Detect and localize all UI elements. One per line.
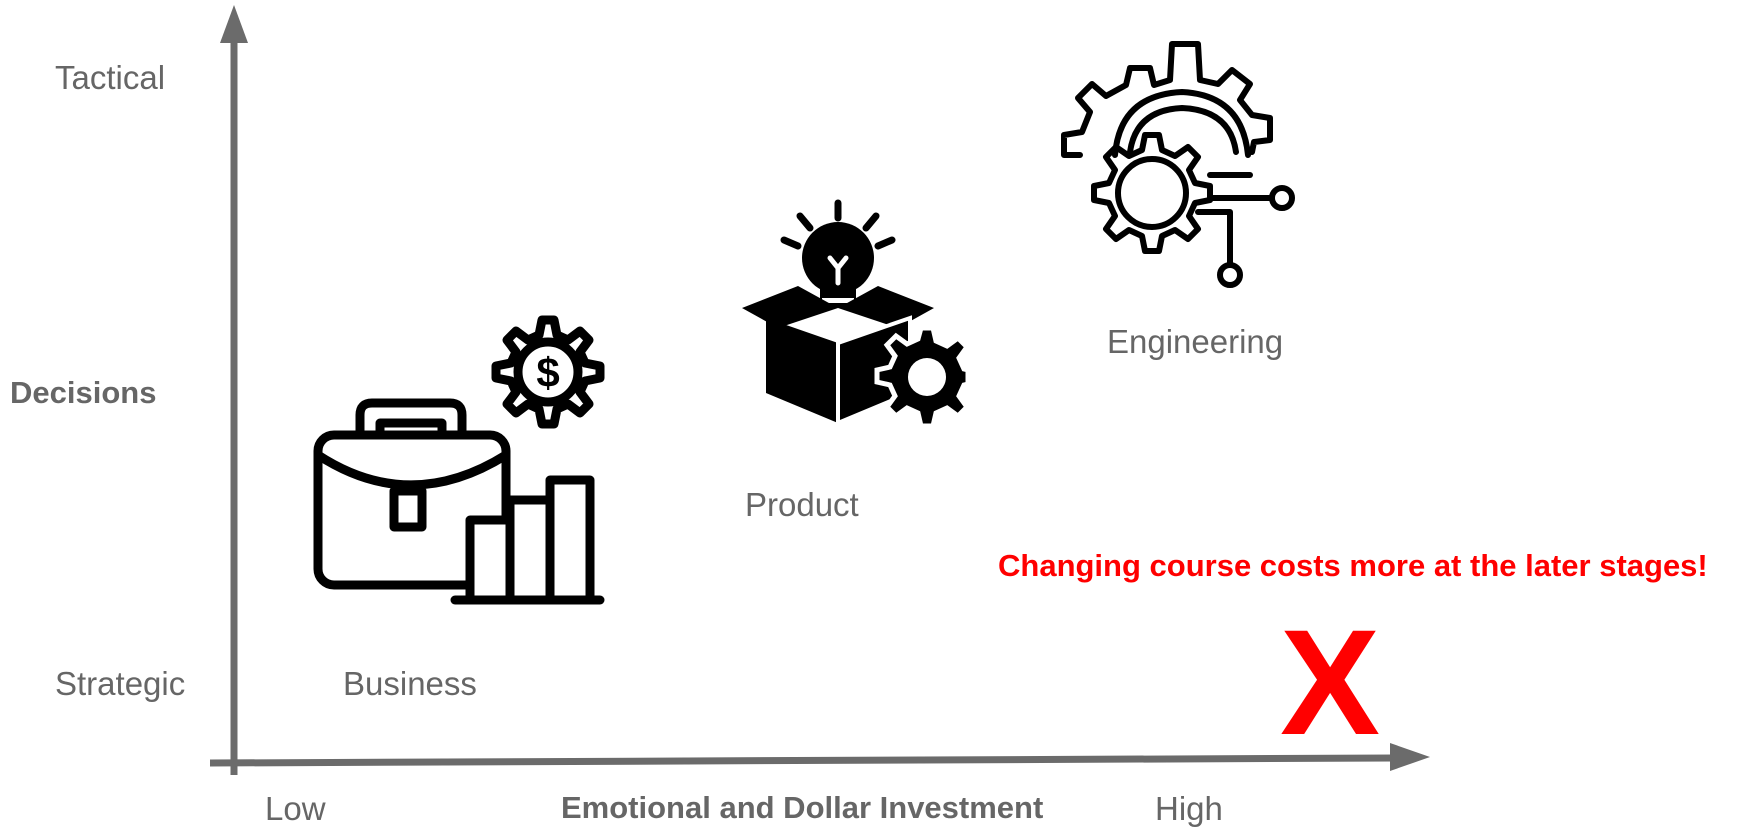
svg-text:$: $ bbox=[536, 349, 559, 396]
y-axis-top-label: Tactical bbox=[55, 59, 166, 96]
x-axis-line bbox=[209, 754, 1396, 767]
x-axis-title: Emotional and Dollar Investment bbox=[561, 790, 1044, 825]
x-axis-arrowhead bbox=[1390, 743, 1430, 771]
warning-text: Changing course costs more at the later … bbox=[998, 548, 1708, 583]
stage-label-product: Product bbox=[745, 486, 859, 523]
lightbulb-box-gear-icon bbox=[742, 199, 968, 428]
stage-label-engineering: Engineering bbox=[1107, 323, 1284, 360]
y-axis-arrowhead bbox=[220, 5, 248, 43]
x-mark: X bbox=[1280, 598, 1381, 766]
x-axis-high-label: High bbox=[1155, 790, 1223, 827]
y-axis-title: Decisions bbox=[10, 375, 157, 410]
y-axis-bottom-label: Strategic bbox=[55, 665, 186, 702]
gear-circuit-icon bbox=[1061, 41, 1295, 288]
briefcase-dollar-gear-icon: $ bbox=[313, 315, 605, 605]
x-axis-low-label: Low bbox=[265, 790, 326, 827]
stage-label-business: Business bbox=[343, 665, 477, 702]
